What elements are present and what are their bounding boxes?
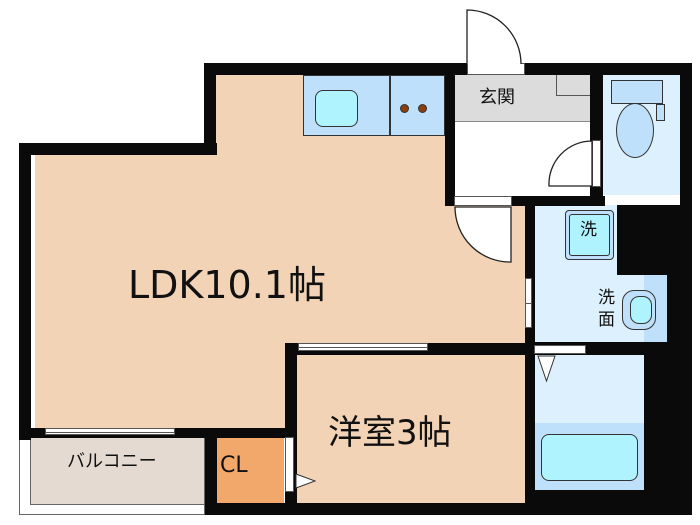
shoe-cabinet bbox=[556, 75, 590, 96]
bath-door-arrow-icon bbox=[537, 355, 556, 383]
front-door-swing-icon bbox=[466, 9, 522, 65]
bathtub-icon bbox=[541, 434, 638, 481]
window-balcony bbox=[45, 428, 175, 435]
toilet-bowl-icon bbox=[616, 103, 654, 158]
wall-bath-bottom bbox=[525, 490, 692, 515]
ldk-door-swing-icon bbox=[454, 206, 512, 263]
wall-top-left bbox=[19, 143, 217, 155]
western-room-floor bbox=[297, 355, 526, 503]
closet-door bbox=[285, 437, 294, 492]
wall-entrance-left bbox=[445, 63, 455, 205]
wall-bath-block bbox=[644, 342, 692, 515]
toilet-paper-icon bbox=[656, 104, 665, 121]
washing-machine-icon bbox=[565, 210, 614, 260]
wall-core bbox=[525, 196, 535, 515]
wall-right bbox=[680, 63, 692, 213]
kitchen-sink-icon bbox=[315, 90, 358, 127]
kitchen-divider bbox=[389, 75, 391, 136]
closet-door-arrow-icon bbox=[295, 473, 317, 489]
stove-burner-icon bbox=[418, 104, 427, 113]
wall-entrance-bottom bbox=[445, 196, 605, 206]
bath-door bbox=[534, 345, 586, 354]
balcony-label: バルコニー bbox=[67, 451, 157, 472]
stove-burner-icon bbox=[400, 104, 409, 113]
wash-basin-icon bbox=[622, 290, 656, 330]
balcony-floor bbox=[30, 435, 205, 505]
washroom-label-2: 面 bbox=[598, 310, 615, 330]
entrance-label: 玄関 bbox=[479, 87, 515, 108]
bathroom-floor bbox=[535, 355, 644, 423]
wall-closet-left bbox=[205, 428, 217, 515]
window-hall-side bbox=[525, 278, 532, 328]
ldk-label: LDK10.1帖 bbox=[128, 263, 326, 307]
closet-label: CL bbox=[220, 453, 248, 478]
washroom-label-1: 洗 bbox=[598, 288, 615, 308]
wall-left bbox=[19, 143, 31, 440]
wall-wash-notch bbox=[617, 205, 680, 275]
toilet-door-swing-icon bbox=[548, 140, 593, 187]
toilet-tank-icon bbox=[611, 80, 663, 104]
western-room-label: 洋室3帖 bbox=[328, 413, 452, 453]
washing-machine-label: 洗 bbox=[580, 220, 597, 240]
closet-floor bbox=[216, 435, 284, 503]
entrance-floor bbox=[455, 75, 590, 121]
wall-step bbox=[204, 63, 216, 155]
ldk-door-opening bbox=[454, 196, 512, 206]
window-western bbox=[298, 343, 428, 351]
